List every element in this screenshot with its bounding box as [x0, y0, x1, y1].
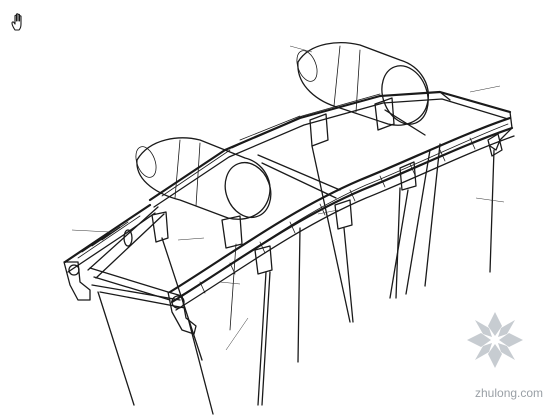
left-end-frame — [63, 203, 197, 335]
brackets — [151, 97, 417, 275]
right-end-frame — [439, 91, 513, 157]
hanger-cables — [97, 143, 495, 415]
back-rail — [148, 90, 512, 208]
cross-members — [87, 109, 426, 309]
callouts — [71, 45, 505, 351]
snowflake-logo — [467, 312, 523, 368]
tank-right — [296, 42, 429, 126]
tank-left — [135, 137, 272, 220]
watermark-text: zhulong.com — [475, 386, 543, 400]
hand-pan-icon[interactable] — [10, 12, 28, 32]
front-girder — [168, 116, 515, 311]
